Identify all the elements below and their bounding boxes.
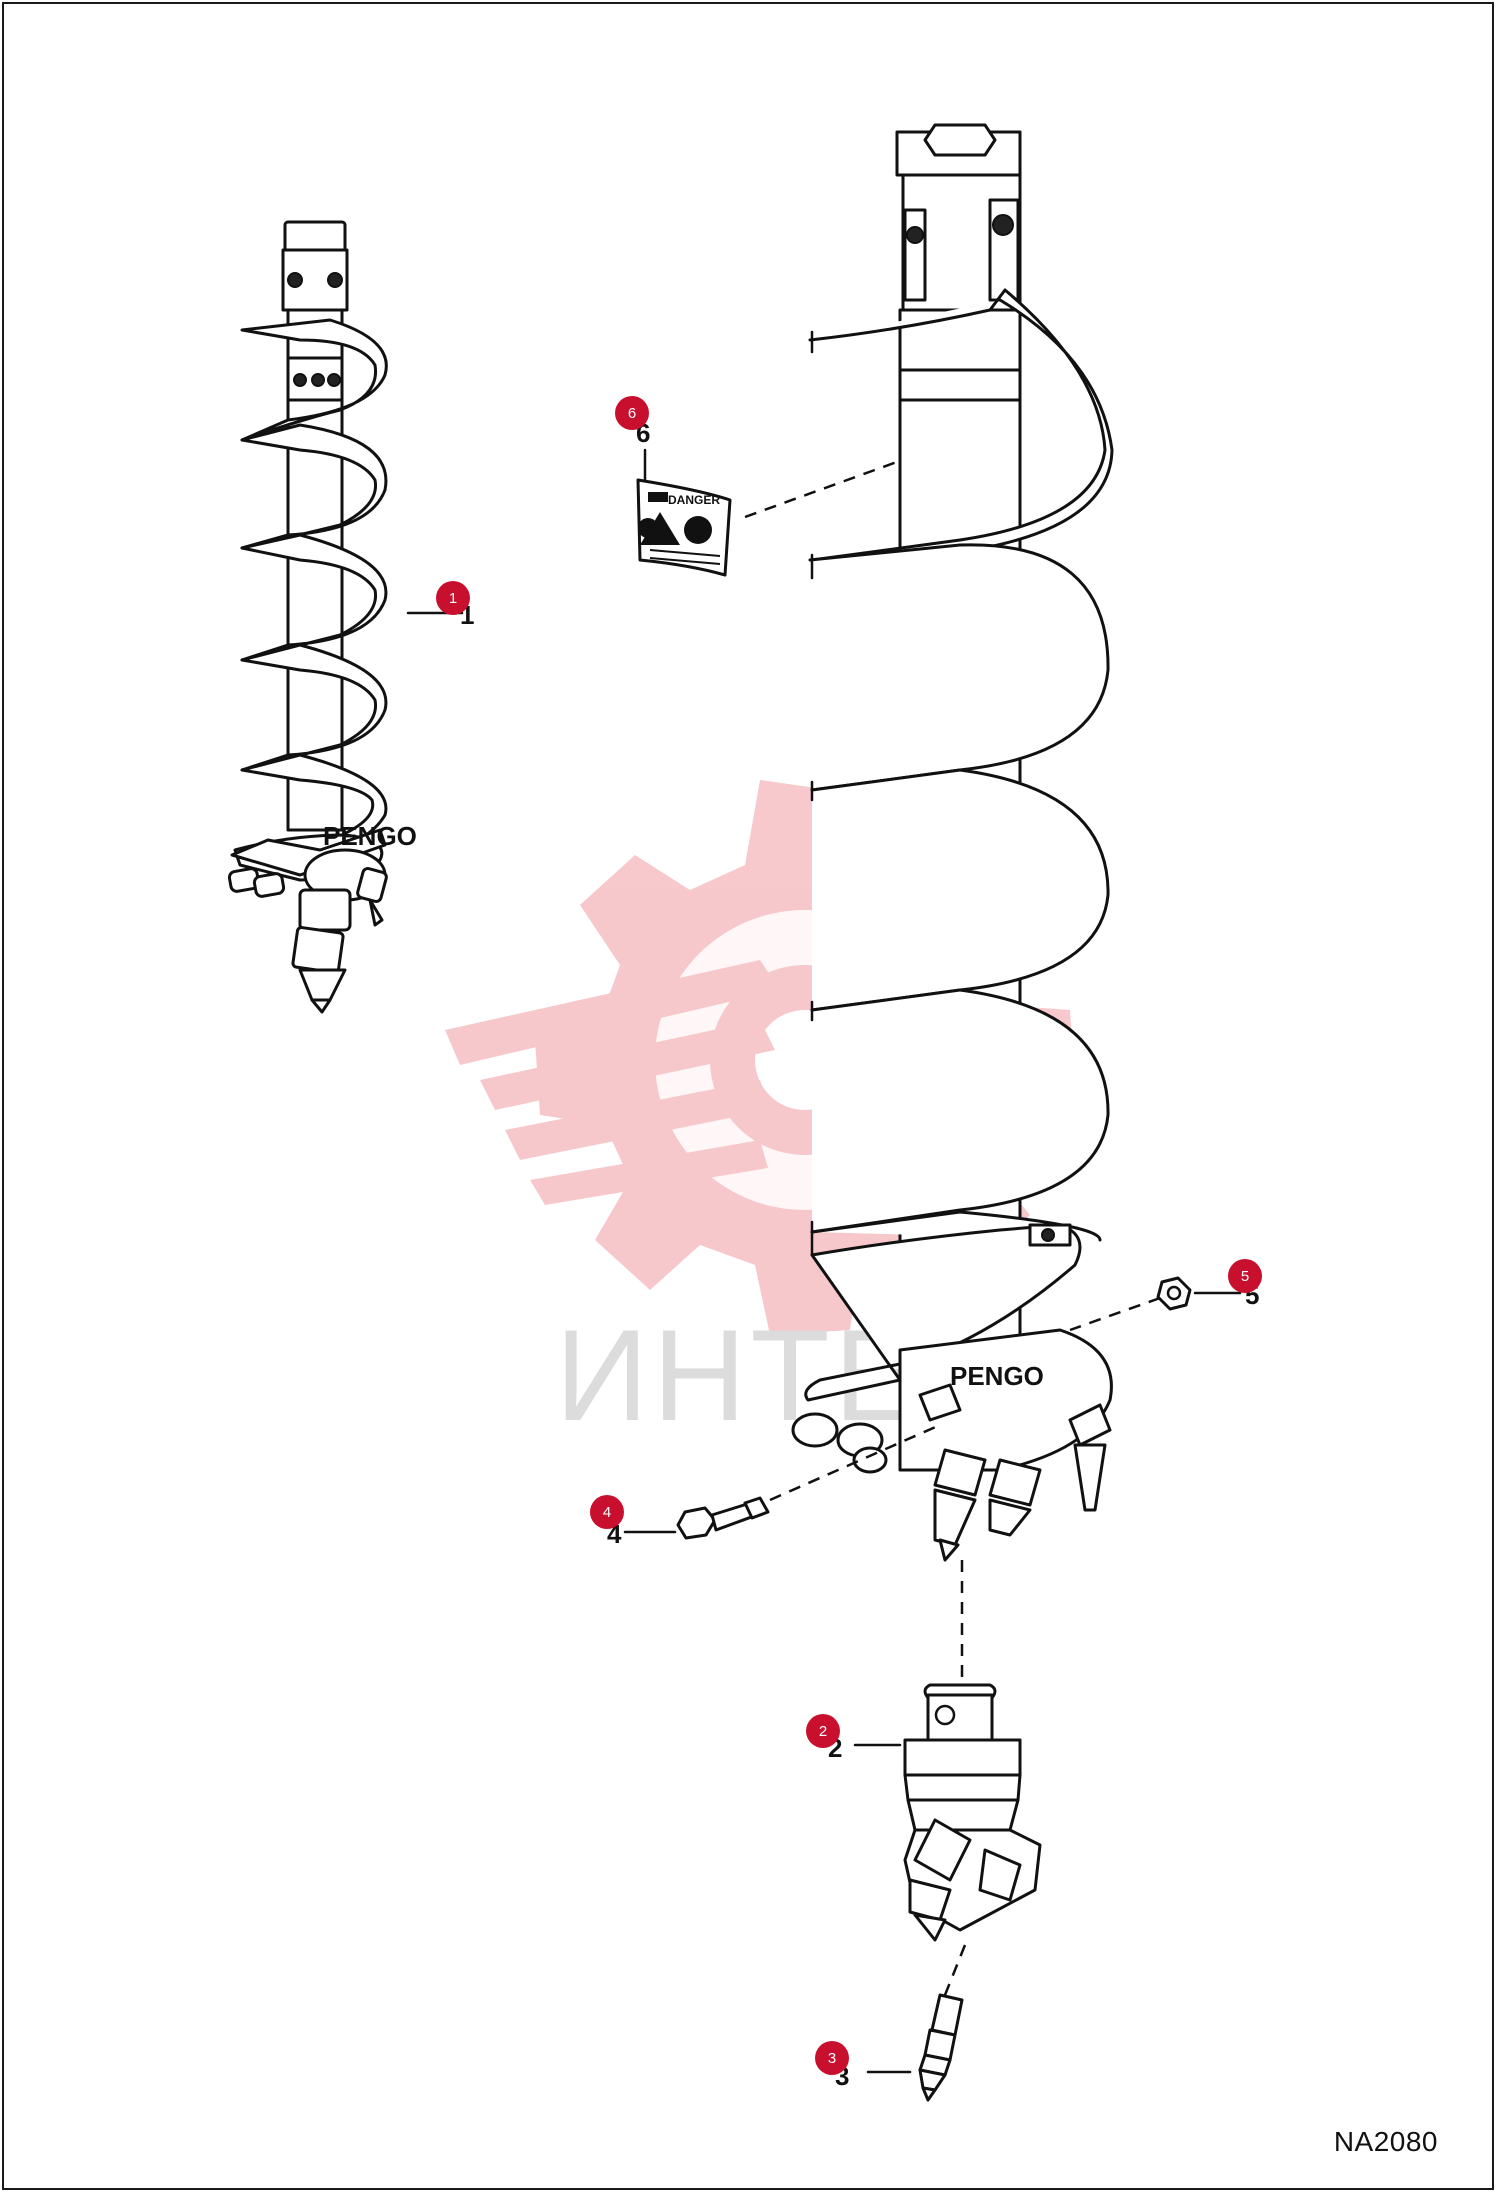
decal-leader-line [744, 448, 931, 519]
tooth-leader-line [943, 1944, 967, 1996]
callout-3[interactable]: 3 3 [815, 2041, 912, 2091]
small-pilot-collar [298, 888, 352, 932]
safety-decal: DANGER [636, 478, 732, 577]
bolt [676, 1496, 770, 1540]
callout-5[interactable]: 5 5 [1193, 1259, 1262, 1310]
callout-1[interactable]: 1 1 [406, 581, 474, 630]
callout-label: 5 [1241, 1268, 1249, 1285]
large-flights [808, 288, 1114, 1257]
large-side-teeth [791, 1403, 1112, 1512]
large-decal-band [898, 368, 1022, 402]
callout-label: 4 [603, 1504, 611, 1521]
watermark-stripes [445, 960, 780, 1205]
nut-leader-line [1069, 1296, 1161, 1332]
small-hex-drive [283, 220, 347, 254]
large-cutting-flight [804, 1223, 1082, 1402]
callout-label: 3 [828, 2050, 836, 2067]
callout-2[interactable]: 2 2 [806, 1714, 902, 1763]
large-brand-mark: PENGO [950, 1361, 1044, 1391]
decal-heading: DANGER [668, 493, 720, 507]
bolt-leader-line [769, 1423, 941, 1502]
large-auger-assembly: PENGO [791, 123, 1114, 1562]
nut [1156, 1276, 1192, 1311]
small-brand-mark: PENGO [323, 821, 417, 851]
callout-marker [615, 396, 649, 430]
callout-6[interactable]: 6 6 [615, 396, 650, 482]
callout-label: 6 [628, 405, 636, 422]
large-auger-head [898, 1328, 1113, 1472]
pilot-bit [903, 1683, 1042, 1942]
drawing-code: NA2080 [1333, 2126, 1438, 2157]
callout-marker [815, 2041, 849, 2075]
callout-4[interactable]: 4 4 [590, 1495, 677, 1549]
callout-marker [590, 1495, 624, 1529]
callout-marker [806, 1714, 840, 1748]
large-pilot-teeth [933, 1448, 1042, 1562]
small-teeth [227, 867, 388, 927]
small-auger-assembly: PENGO [227, 220, 417, 1014]
callout-marker [1228, 1259, 1262, 1293]
callout-marker [436, 581, 470, 615]
callout-label: 2 [819, 1723, 827, 1740]
pilot-tooth [918, 1993, 964, 2102]
callout-label: 1 [449, 590, 457, 607]
